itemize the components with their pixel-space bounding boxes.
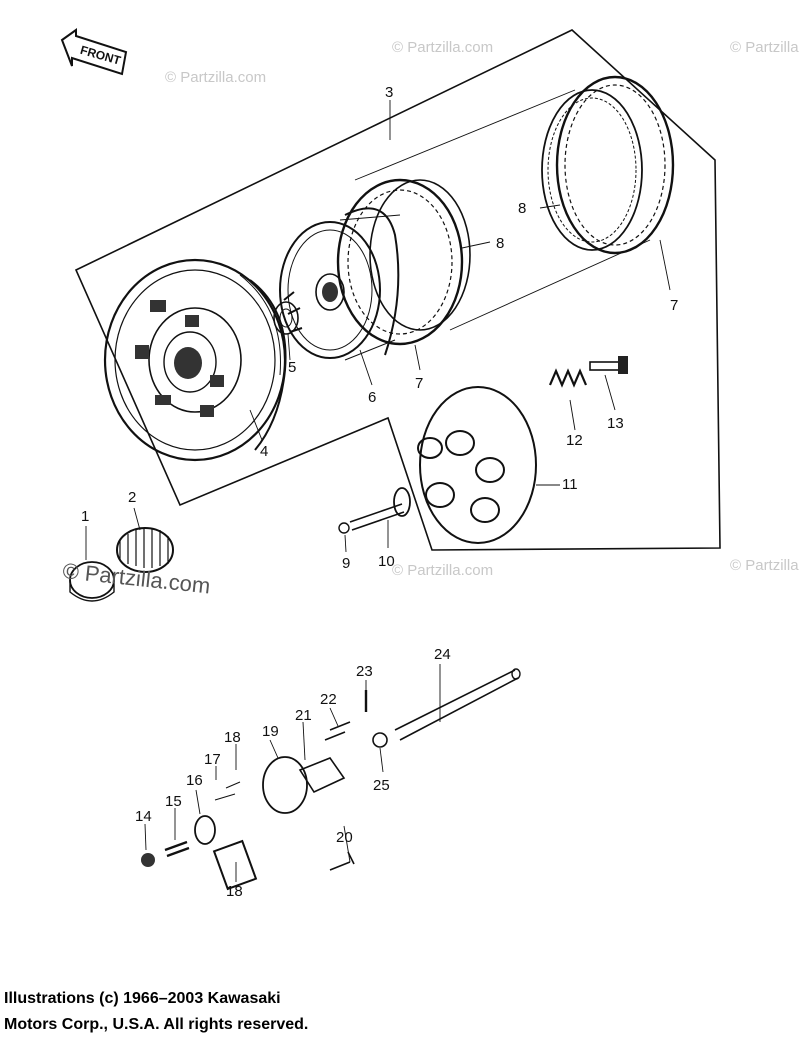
callout-8: 8 xyxy=(518,200,526,217)
steel-plate-8b xyxy=(541,89,643,251)
copyright-notice: Illustrations (c) 1966–2003 Kawasaki Mot… xyxy=(4,986,564,1038)
callout-7: 7 xyxy=(670,297,678,314)
callout-8: 8 xyxy=(496,235,504,252)
callout-labels: 3 8 8 7 7 6 5 4 11 12 13 10 9 1 2 24 23 … xyxy=(81,84,678,900)
copyright-line-1: Illustrations (c) 1966–2003 Kawasaki xyxy=(4,990,281,1007)
watermark-text: © Partzilla.com xyxy=(730,39,800,56)
clutch-spring xyxy=(548,368,588,388)
callout-18: 18 xyxy=(224,729,241,746)
leader-lines xyxy=(85,100,671,882)
callout-18: 18 xyxy=(226,883,243,900)
front-arrow-icon: FRONT xyxy=(60,28,128,76)
push-rod xyxy=(349,487,411,531)
callout-24: 24 xyxy=(434,646,451,663)
callout-22: 22 xyxy=(320,691,337,708)
callout-2: 2 xyxy=(128,489,136,506)
callout-6: 6 xyxy=(368,389,376,406)
callout-1: 1 xyxy=(81,508,89,525)
clutch-bolt xyxy=(589,356,628,374)
watermark-text: © Partzilla.com xyxy=(730,557,800,574)
callout-15: 15 xyxy=(165,793,182,810)
callout-12: 12 xyxy=(566,432,583,449)
callout-4: 5 xyxy=(288,359,296,376)
washer-4 xyxy=(273,301,299,335)
callout-21: 21 xyxy=(295,707,312,724)
callout-14: 14 xyxy=(135,808,152,825)
watermarks: © Partzilla.com © Partzilla.com © Partzi… xyxy=(61,39,800,598)
callout-25: 25 xyxy=(373,777,390,794)
callout-17: 17 xyxy=(204,751,221,768)
watermark-text: © Partzilla.com xyxy=(392,562,493,579)
callout-23: 23 xyxy=(356,663,373,680)
callout-11: 11 xyxy=(562,476,578,493)
collar xyxy=(69,561,115,602)
steel-plate-8a xyxy=(369,179,471,331)
callout-13: 13 xyxy=(607,415,624,432)
callout-5: 4 xyxy=(260,443,268,460)
clutch-hub xyxy=(279,207,401,361)
pressure-plate xyxy=(417,386,537,544)
watermark-text: © Partzilla.com xyxy=(165,69,266,86)
watermark-text: © Partzilla.com xyxy=(392,39,493,56)
clutch-housing xyxy=(103,258,303,462)
callout-16: 16 xyxy=(186,772,203,789)
steel-ball xyxy=(338,522,350,534)
friction-plate-7a xyxy=(336,178,464,346)
copyright-line-2: Motors Corp., U.S.A. All rights reserved… xyxy=(4,1016,309,1033)
callout-10: 10 xyxy=(378,553,395,570)
needle-bearing xyxy=(116,527,174,573)
callout-7: 7 xyxy=(415,375,423,392)
friction-plate-7b xyxy=(555,75,675,255)
callout-20: 20 xyxy=(336,829,353,846)
callout-19: 19 xyxy=(262,723,279,740)
release-assembly xyxy=(141,668,521,891)
assembly-outline xyxy=(74,29,721,551)
guide-lines xyxy=(354,89,651,331)
callout-9: 9 xyxy=(342,555,350,572)
callout-3: 3 xyxy=(385,84,393,101)
